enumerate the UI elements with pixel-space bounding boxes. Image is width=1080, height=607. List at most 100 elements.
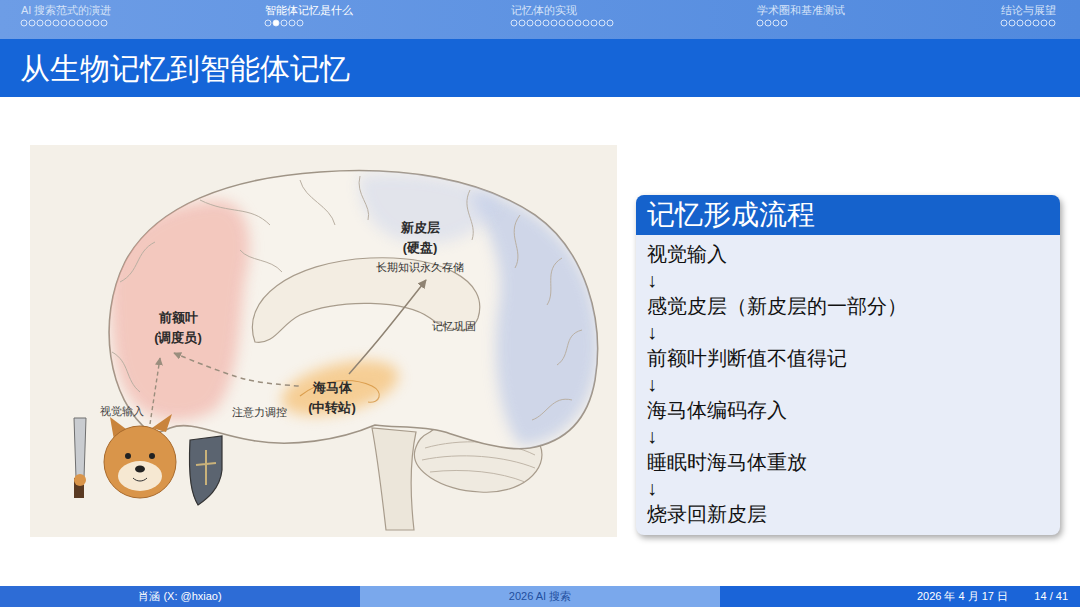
nav-dot xyxy=(781,20,787,26)
nav-section: 记忆体的实现 xyxy=(511,3,577,17)
nav-dot xyxy=(29,20,35,26)
region-name: 前额叶 (调度员) xyxy=(151,308,206,347)
region-note: 长期知识永久存储 xyxy=(376,259,464,275)
knife-blade xyxy=(74,418,86,478)
fold-line xyxy=(532,399,572,420)
title-bar xyxy=(0,39,1080,97)
nav-dot xyxy=(53,20,59,26)
nav-dot xyxy=(265,20,271,26)
flow-step: ↓ xyxy=(647,475,1049,501)
dog-head xyxy=(104,426,176,498)
shield xyxy=(189,436,222,505)
dog-paw xyxy=(74,474,86,486)
panel-body: 视觉输入↓感觉皮层（新皮层的一部分）↓前额叶判断值不值得记↓海马体编码存入↓睡眠… xyxy=(636,235,1060,535)
brain-region-label: 海马体 (中转站) xyxy=(302,376,363,419)
nav-dot xyxy=(599,20,605,26)
dog-eye xyxy=(149,453,155,459)
flow-step: ↓ xyxy=(647,371,1049,397)
image-ground xyxy=(30,145,617,537)
neocortex-region xyxy=(470,190,598,445)
fold-line xyxy=(112,352,140,392)
nav-dot xyxy=(297,20,303,26)
nav-dot xyxy=(273,20,279,26)
footer-talk: 2026 AI 搜索 xyxy=(509,586,571,607)
nav-dot xyxy=(535,20,541,26)
fold-line xyxy=(200,200,270,225)
dog-eye xyxy=(125,453,131,459)
doge-figure xyxy=(74,414,222,505)
footer-right xyxy=(720,586,1080,607)
nav-section: 结论与展望 xyxy=(1001,3,1056,17)
region-name: 海马体 (中转站) xyxy=(305,378,360,417)
fold-line xyxy=(422,456,535,468)
brain-outline xyxy=(109,171,597,449)
nav-dot xyxy=(559,20,565,26)
nav-section-active: 智能体记忆是什么 xyxy=(265,3,353,17)
nav-dot xyxy=(1001,20,1007,26)
nav-dot xyxy=(543,20,549,26)
connector-arrow xyxy=(174,353,299,386)
nav-dot xyxy=(281,20,287,26)
fold-line xyxy=(467,190,473,240)
nav-dot xyxy=(61,20,67,26)
input-leader xyxy=(150,358,160,424)
brain-region-label: 新皮层 (硬盘) 长期知识永久存储 xyxy=(373,216,467,277)
brain-folds xyxy=(112,176,582,420)
flow-step: ↓ xyxy=(647,319,1049,345)
nav-dot xyxy=(551,20,557,26)
nav-dot xyxy=(1049,20,1055,26)
connector-label: 记忆巩固 xyxy=(432,318,476,334)
fold-line xyxy=(120,242,155,282)
dog-muzzle xyxy=(118,461,162,491)
nav-dot xyxy=(21,20,27,26)
hippocampus-region xyxy=(276,350,404,426)
panel-header: 记忆形成流程 xyxy=(636,195,1060,235)
flow-step: ↓ xyxy=(647,267,1049,293)
fold-line xyxy=(359,176,369,220)
nav-dots xyxy=(21,20,1055,26)
footer-left xyxy=(0,586,360,607)
footer-author: 肖涵 (X: @hxiao) xyxy=(138,586,221,607)
nav-dot xyxy=(289,20,295,26)
nav-dot xyxy=(85,20,91,26)
dog-mouth xyxy=(133,478,147,481)
fold-line xyxy=(240,250,282,272)
nav-dot xyxy=(1033,20,1039,26)
nav-dot xyxy=(45,20,51,26)
nav-section: 学术圈和基准测试 xyxy=(757,3,845,17)
corpus-callosum xyxy=(252,258,479,343)
shield-emblem xyxy=(196,450,216,485)
nav-dot xyxy=(69,20,75,26)
flow-step: 前额叶判断值不值得记 xyxy=(647,345,1049,371)
region-name: 新皮层 (硬盘) xyxy=(393,218,448,257)
nav-dot xyxy=(575,20,581,26)
fold-line xyxy=(547,258,562,305)
flow-panel: 记忆形成流程视觉输入↓感觉皮层（新皮层的一部分）↓前额叶判断值不值得记↓海马体编… xyxy=(636,195,1060,535)
nav-dot xyxy=(1009,20,1015,26)
slide-title: 从生物记忆到智能体记忆 xyxy=(20,50,350,88)
flow-step: 睡眠时海马体重放 xyxy=(647,449,1049,475)
nav-dot xyxy=(583,20,589,26)
brainstem xyxy=(372,428,416,530)
fold-line xyxy=(557,330,582,365)
connector-arrow xyxy=(349,280,426,374)
nav-dot xyxy=(765,20,771,26)
flow-step: 视觉输入 xyxy=(647,241,1049,267)
page-number: 14 / 41 xyxy=(1034,586,1068,607)
panel-title: 记忆形成流程 xyxy=(647,198,1049,232)
nav-section: AI 搜索范式的演进 xyxy=(21,3,111,17)
nav-dot xyxy=(37,20,43,26)
nav-dot xyxy=(1017,20,1023,26)
fold-line xyxy=(430,470,525,482)
flow-step: 烧录回新皮层 xyxy=(647,501,1049,527)
brain-regions xyxy=(110,173,598,445)
brain-region-label: 前额叶 (调度员) xyxy=(148,306,209,349)
nav-dot xyxy=(607,20,613,26)
fold-line xyxy=(514,215,520,268)
nav-dot xyxy=(567,20,573,26)
nav-dot xyxy=(511,20,517,26)
footer-date: 2026 年 4 月 17 日 xyxy=(917,586,1008,607)
nav-dot xyxy=(757,20,763,26)
footer-middle xyxy=(360,586,720,607)
